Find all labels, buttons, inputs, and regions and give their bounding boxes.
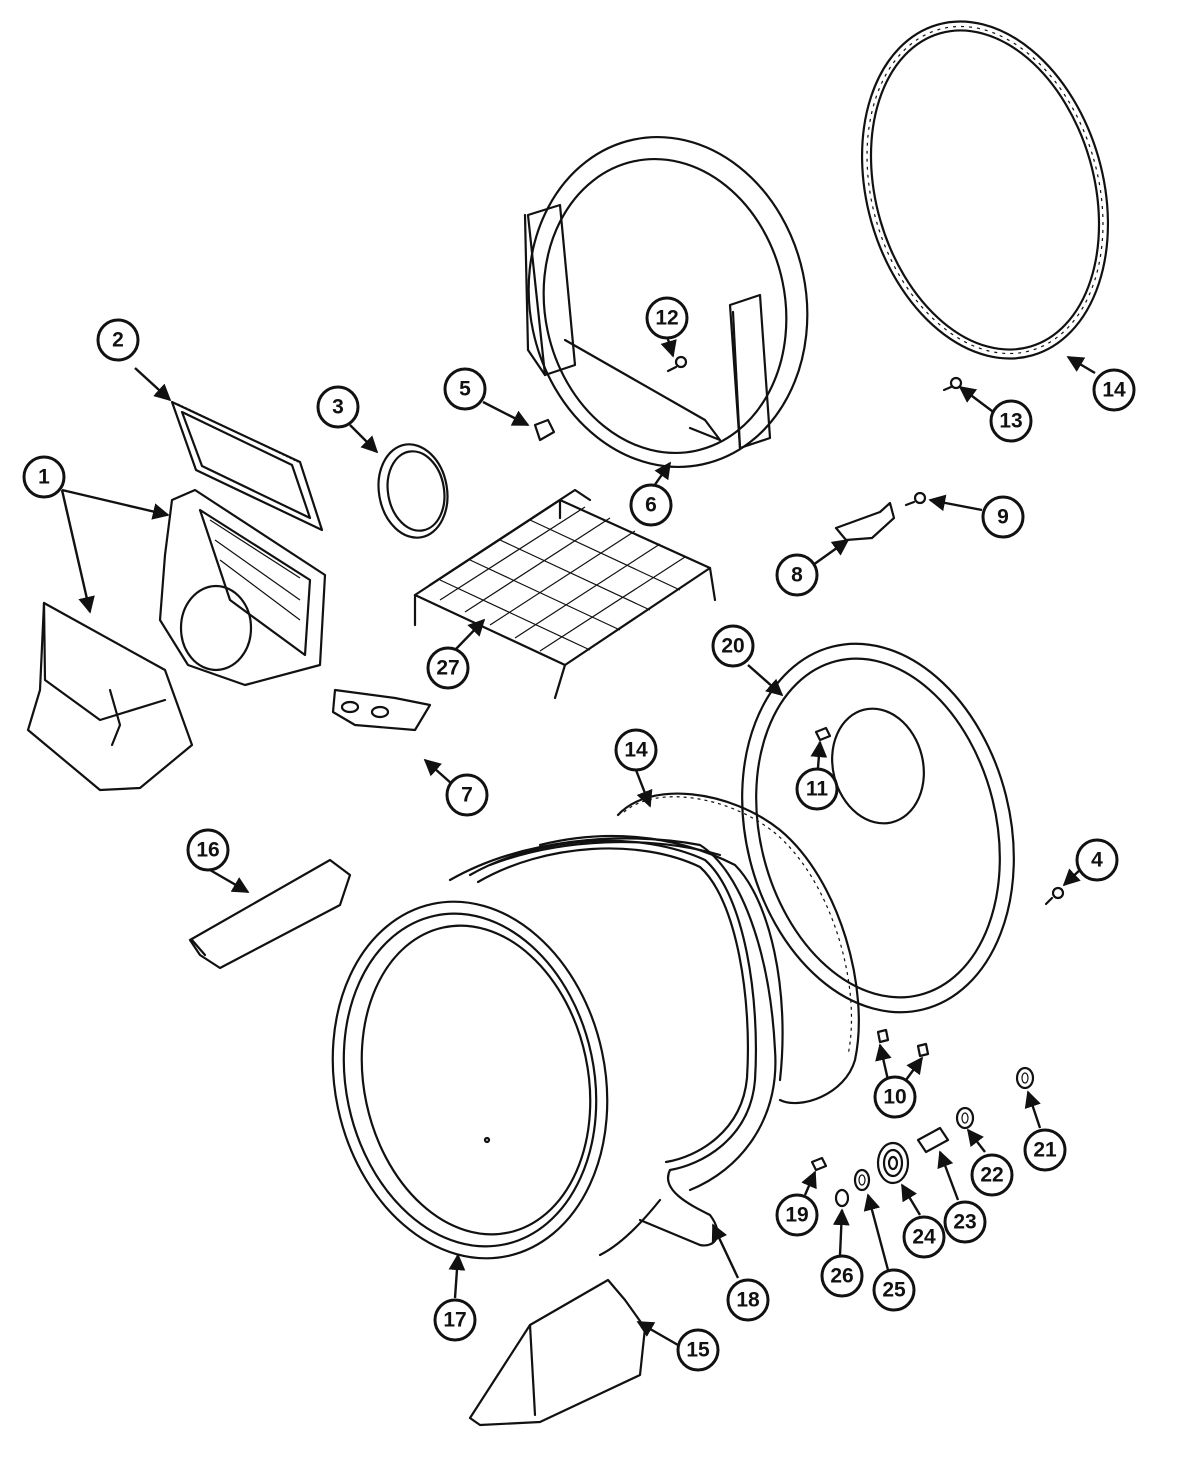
callout-14-top: 14 — [1092, 368, 1136, 412]
callout-17: 17 — [433, 1298, 477, 1342]
part-21-washer — [1015, 1066, 1035, 1090]
callout-label: 20 — [721, 635, 744, 658]
callout-21: 21 — [1023, 1128, 1067, 1172]
part-20-front-bulkhead — [741, 642, 1015, 1014]
callout-13: 13 — [989, 399, 1033, 443]
callout-label: 13 — [999, 410, 1022, 433]
callout-8: 8 — [775, 553, 819, 597]
callout-label: 27 — [436, 657, 459, 680]
callout-4: 4 — [1075, 838, 1119, 882]
callout-20: 20 — [711, 624, 755, 668]
part-24-roller — [876, 1141, 910, 1185]
callout-label: 12 — [655, 307, 678, 330]
part-9-screw — [904, 491, 927, 507]
callout-26: 26 — [820, 1254, 864, 1298]
callout-label: 19 — [785, 1204, 808, 1227]
callout-label: 9 — [997, 506, 1009, 529]
callout-label: 6 — [645, 494, 657, 517]
callout-label: 8 — [791, 564, 803, 587]
part-14-belt-middle — [616, 792, 860, 1105]
part-14-belt-top — [860, 20, 1110, 360]
part-12-screw — [666, 355, 688, 373]
callout-5: 5 — [443, 367, 487, 411]
part-16-baffle — [188, 858, 352, 970]
callout-label: 5 — [459, 378, 471, 401]
callout-label: 22 — [980, 1164, 1003, 1187]
part-1-duct-upper — [158, 488, 327, 687]
callout-19: 19 — [775, 1193, 819, 1237]
callout-7: 7 — [445, 773, 489, 817]
callout-1: 1 — [22, 455, 66, 499]
callout-12: 12 — [645, 296, 689, 340]
part-10-fasteners — [876, 1028, 930, 1058]
callout-label: 11 — [806, 778, 829, 801]
callout-3: 3 — [316, 385, 360, 429]
part-13-screw — [942, 376, 963, 392]
callout-25: 25 — [872, 1268, 916, 1312]
callout-label: 23 — [953, 1211, 976, 1234]
part-11-screw — [814, 726, 832, 742]
callout-9: 9 — [981, 495, 1025, 539]
callout-24: 24 — [902, 1215, 946, 1259]
part-25-washer — [853, 1168, 871, 1192]
part-23-shaft — [916, 1126, 950, 1154]
callout-label: 16 — [196, 839, 219, 862]
callout-label: 17 — [443, 1309, 466, 1332]
callout-label: 14 — [1102, 379, 1126, 402]
callout-label: 1 — [38, 466, 50, 489]
part-22-washer — [955, 1106, 975, 1130]
leader-lines — [60, 335, 1096, 1347]
callout-label: 2 — [112, 329, 124, 352]
part-15-toe-panel — [468, 1278, 647, 1427]
part-8-bracket — [834, 501, 896, 542]
part-1-duct-lower — [26, 601, 194, 792]
callout-18: 18 — [726, 1278, 770, 1322]
callout-label: 14 — [624, 739, 648, 762]
part-2-lint-filter — [170, 400, 324, 532]
part-7-bracket — [331, 688, 432, 732]
callout-label: 4 — [1091, 849, 1103, 872]
part-3-seal — [377, 443, 449, 539]
callout-22: 22 — [970, 1153, 1014, 1197]
callout-label: 3 — [332, 396, 344, 419]
callout-label: 15 — [686, 1339, 710, 1362]
parts-artwork — [26, 20, 1110, 1427]
callout-6: 6 — [629, 483, 673, 527]
part-19-screw — [810, 1156, 828, 1172]
callout-10: 10 — [873, 1075, 917, 1119]
part-26-washer — [834, 1188, 850, 1208]
callout-27: 27 — [426, 646, 470, 690]
callout-2: 2 — [96, 318, 140, 362]
callout-15: 15 — [676, 1328, 720, 1372]
callout-label: 18 — [736, 1289, 760, 1312]
callout-16: 16 — [186, 828, 230, 872]
part-4-screw — [1044, 886, 1065, 906]
part-6-rear-bulkhead — [523, 136, 809, 468]
callout-11: 11 — [795, 767, 839, 811]
callout-label: 25 — [882, 1279, 906, 1302]
callout-label: 10 — [883, 1086, 906, 1109]
callout-label: 26 — [830, 1265, 853, 1288]
part-27-drying-rack — [413, 488, 717, 700]
callout-label: 7 — [461, 784, 473, 807]
callout-14-middle: 14 — [614, 728, 658, 772]
part-5-clip — [533, 418, 556, 442]
callout-label: 21 — [1033, 1139, 1057, 1162]
part-17-drum — [331, 834, 784, 1260]
callout-label: 24 — [912, 1226, 936, 1249]
part-18-drum-seal — [468, 839, 758, 1247]
callout-23: 23 — [943, 1200, 987, 1244]
